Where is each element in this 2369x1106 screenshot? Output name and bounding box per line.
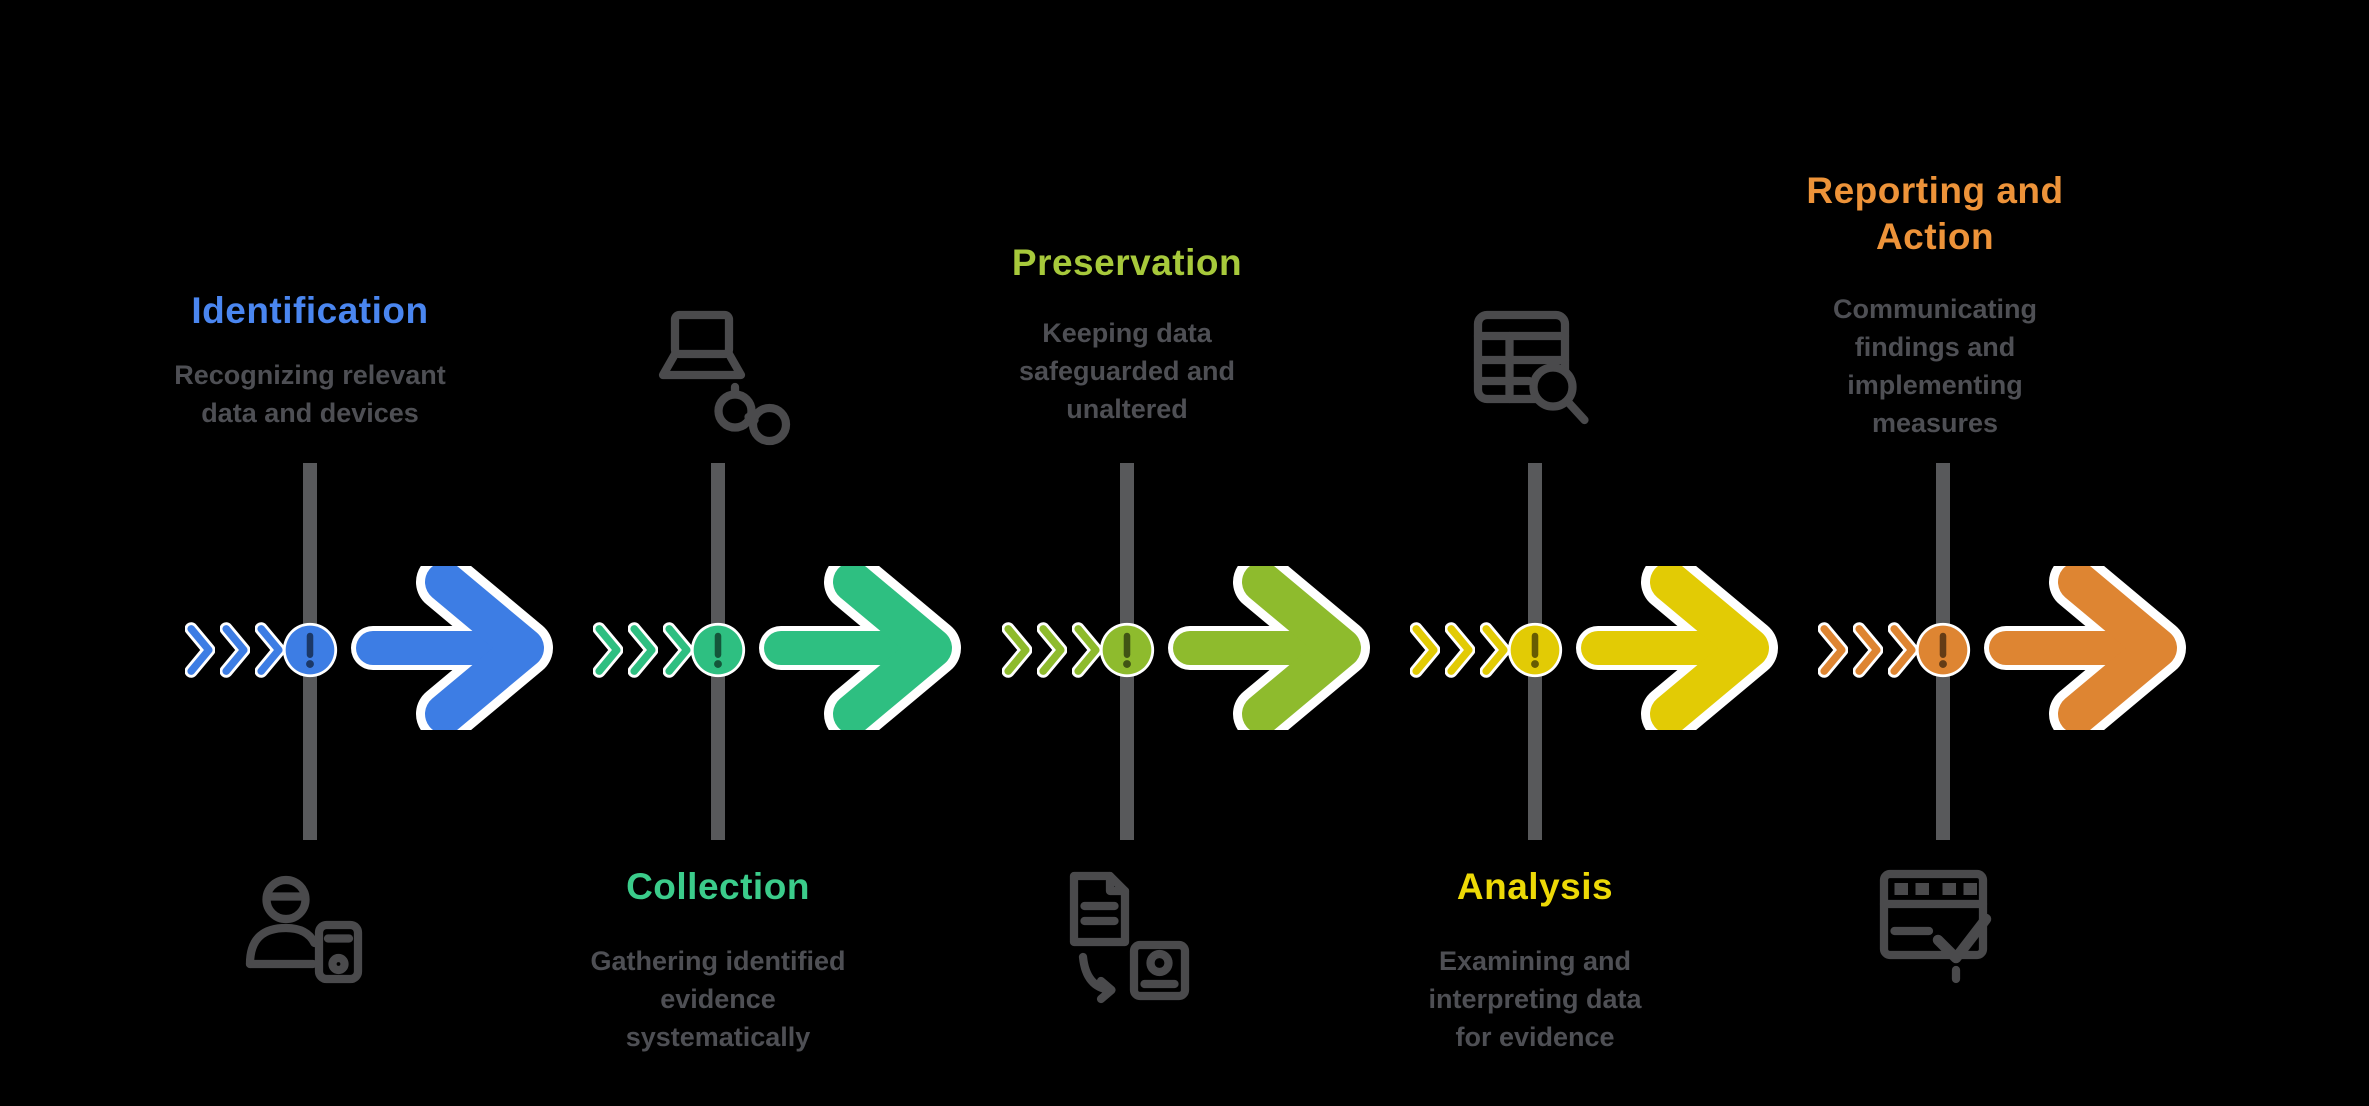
description-line: Communicating bbox=[1832, 294, 2037, 324]
flow-arrow-icon bbox=[1573, 553, 1818, 743]
stage-title-line: Analysis bbox=[1456, 866, 1614, 907]
stage-title-line: Reporting and bbox=[1806, 170, 2064, 211]
progress-chevrons-icon bbox=[1410, 621, 1510, 679]
laptop-handcuffs-icon bbox=[643, 298, 803, 458]
stage-description: Recognizing relevant data and devices bbox=[80, 356, 540, 432]
description-line: interpreting data bbox=[1428, 984, 1642, 1014]
flow-arrow-icon bbox=[1981, 553, 2226, 743]
data-examination-icon bbox=[1455, 292, 1615, 452]
stage-title: Analysis bbox=[1305, 864, 1765, 910]
progress-chevrons-icon bbox=[1818, 621, 1918, 679]
stage-title: Collection bbox=[488, 864, 948, 910]
document-to-storage-icon bbox=[1048, 856, 1208, 1016]
description-line: Keeping data bbox=[1042, 318, 1212, 348]
progress-chevrons-icon bbox=[185, 621, 285, 679]
flow-arrow-icon bbox=[1165, 553, 1410, 743]
description-line: findings and bbox=[1854, 332, 2016, 362]
description-line: data and devices bbox=[201, 398, 419, 428]
progress-chevrons-icon bbox=[593, 621, 693, 679]
progress-chevrons-icon bbox=[1002, 621, 1102, 679]
stage-description: Gathering identified evidence systematic… bbox=[488, 942, 948, 1056]
flow-arrow-icon bbox=[348, 553, 593, 743]
stage-description: Keeping data safeguarded and unaltered bbox=[897, 314, 1357, 428]
investigator-device-icon bbox=[230, 860, 390, 1020]
stage-title-line: Action bbox=[1875, 216, 1995, 257]
stage-title-line: Preservation bbox=[1011, 242, 1243, 283]
description-line: systematically bbox=[625, 1022, 811, 1052]
stage-description: Examining and interpreting data for evid… bbox=[1305, 942, 1765, 1056]
stage-title: Identification bbox=[80, 288, 540, 334]
stage-description: Communicating findings and implementing … bbox=[1705, 290, 2165, 442]
description-line: Gathering identified bbox=[590, 946, 846, 976]
stage-divider bbox=[711, 463, 725, 840]
stage-divider bbox=[1120, 463, 1134, 840]
stage-title: Preservation bbox=[897, 240, 1357, 286]
description-line: measures bbox=[1871, 408, 1999, 438]
stage-divider bbox=[303, 463, 317, 840]
description-line: safeguarded and bbox=[1018, 356, 1236, 386]
description-line: implementing bbox=[1847, 370, 2023, 400]
description-line: for evidence bbox=[1455, 1022, 1615, 1052]
description-line: evidence bbox=[660, 984, 776, 1014]
description-line: Recognizing relevant bbox=[174, 360, 446, 390]
stage-divider bbox=[1528, 463, 1542, 840]
stage-divider bbox=[1936, 463, 1950, 840]
stage-title-line: Collection bbox=[626, 866, 810, 907]
flow-arrow-icon bbox=[756, 553, 1001, 743]
description-line: unaltered bbox=[1066, 394, 1188, 424]
report-checklist-icon bbox=[1864, 848, 2024, 1008]
description-line: Examining and bbox=[1438, 946, 1632, 976]
stage-title-line: Identification bbox=[191, 290, 429, 331]
stage-title: Reporting and Action bbox=[1705, 168, 2165, 260]
